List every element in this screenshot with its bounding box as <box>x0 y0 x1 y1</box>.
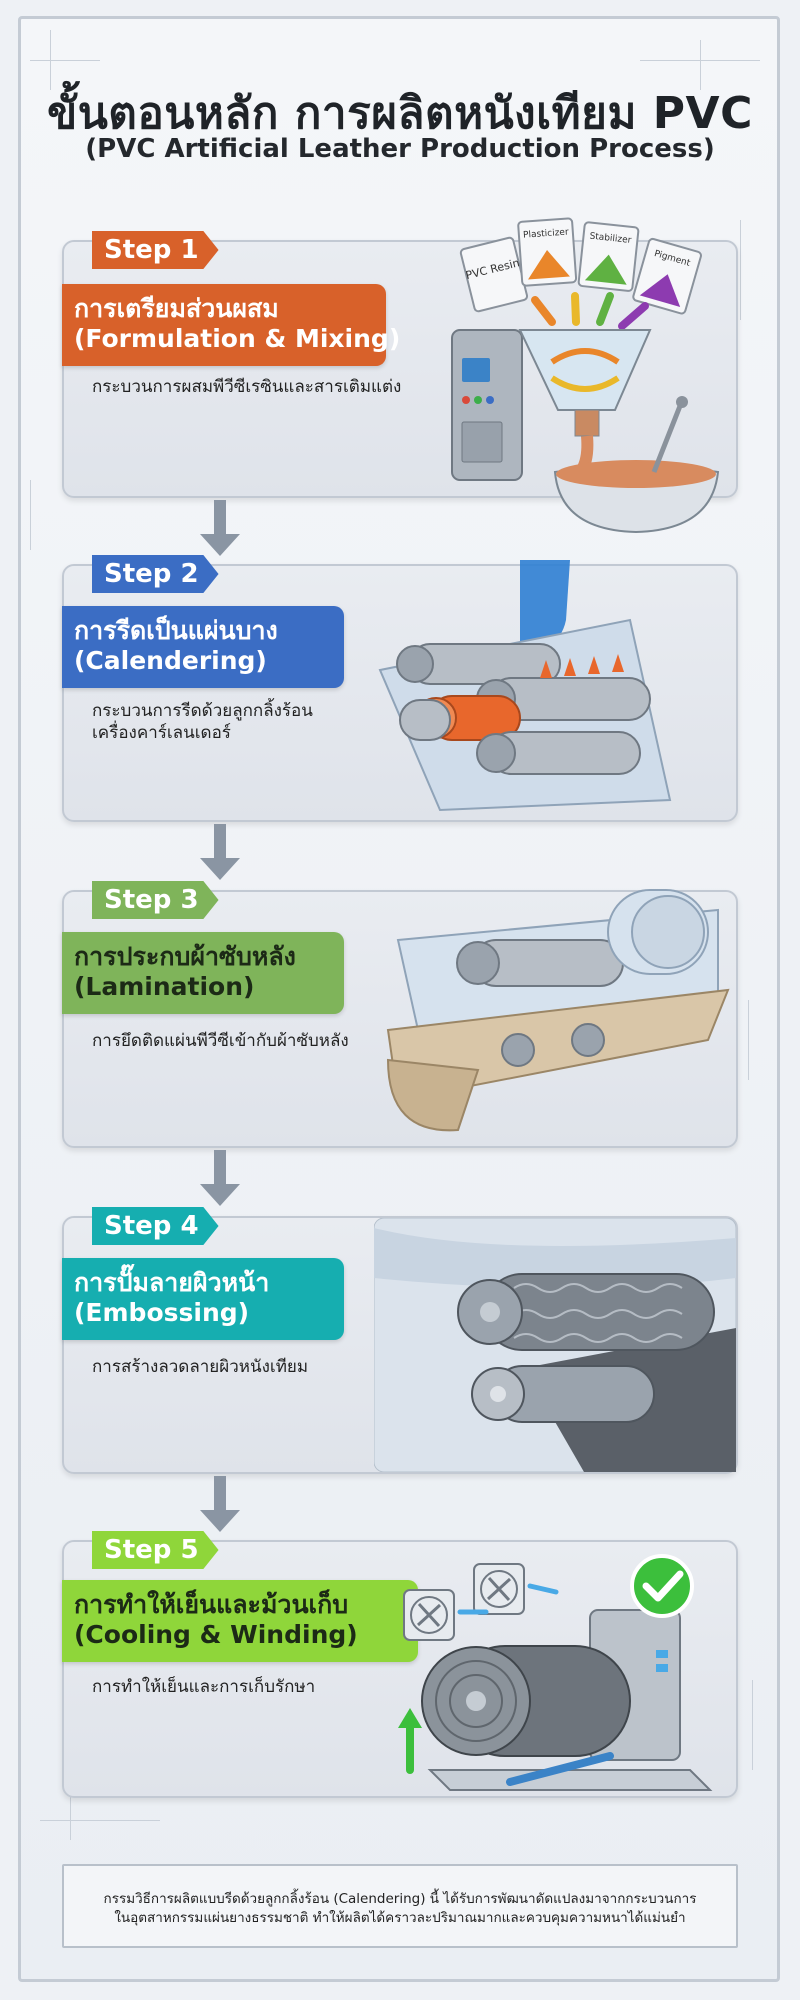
flow-arrow-4 <box>200 1476 240 1534</box>
heat-arrows <box>540 654 624 678</box>
deco-line <box>700 40 701 90</box>
flow-arrow-2 <box>200 824 240 882</box>
bag-label-plasticizer: Plasticizer <box>523 227 569 240</box>
step-4-tab: Step 4 <box>92 1207 219 1245</box>
deco-line <box>40 1820 160 1821</box>
footer-note-line: ในอุตสาหกรรมแผ่นยางธรรมชาติ ทำให้ผลิตได้… <box>114 1910 686 1926</box>
step-2-desc: กระบวนการรีดด้วยลูกกลิ้งร้อน เครื่องคาร์… <box>92 700 313 744</box>
roller <box>396 643 561 685</box>
step-2-desc-line: เครื่องคาร์เลนเดอร์ <box>92 723 231 743</box>
footer-note: กรรมวิธีการผลิตแบบรีดด้วยลูกกลิ้งร้อน (C… <box>62 1890 738 1928</box>
cooling-fan-icon <box>403 1589 455 1641</box>
embossing-illustration <box>374 1218 736 1472</box>
step-3-label: การประกบผ้าซับหลัง (Lamination) <box>62 932 344 1014</box>
step-3-desc-line: การยึดติดแผ่นพีวีซีเข้ากับผ้าซับหลัง <box>92 1031 349 1051</box>
step-4-label: การปั๊มลายผิวหน้า (Embossing) <box>62 1258 344 1340</box>
roller <box>471 1365 655 1423</box>
winding-roll <box>421 1645 631 1757</box>
step-3-tab: Step 3 <box>92 881 219 919</box>
deco-line <box>748 1000 749 1080</box>
ingredient-bags: PVC Resin Plasticizer Stabilizer Pigment <box>459 217 702 315</box>
step-2-label-en: (Calendering) <box>74 646 267 675</box>
deco-line <box>740 220 741 320</box>
step-5-label: การทำให้เย็นและม้วนเก็บ (Cooling & Windi… <box>62 1580 418 1662</box>
step-3-label-th: การประกบผ้าซับหลัง <box>74 942 296 971</box>
step-4-label-th: การปั๊มลายผิวหน้า <box>74 1268 270 1297</box>
lamination-illustration <box>386 889 730 1132</box>
step-4-label-en: (Embossing) <box>74 1298 250 1327</box>
roller <box>399 699 451 741</box>
step-4-desc-line: การสร้างลวดลายผิวหนังเทียม <box>92 1357 309 1377</box>
step-5-desc: การทำให้เย็นและการเก็บรักษา <box>92 1676 315 1698</box>
bag-label-stabilizer: Stabilizer <box>589 232 632 246</box>
step-3-desc: การยึดติดแผ่นพีวีซีเข้ากับผ้าซับหลัง <box>92 1030 349 1052</box>
step-1-label-en: (Formulation & Mixing) <box>74 324 401 353</box>
step-3-label-en: (Lamination) <box>74 972 255 1001</box>
deco-line <box>640 60 760 61</box>
step-1-label-th: การเตรียมส่วนผสม <box>74 294 279 323</box>
step-2-tab: Step 2 <box>92 555 219 593</box>
mixing-machine-illustration: PVC Resin Plasticizer Stabilizer Pigment <box>451 217 720 534</box>
roller <box>456 939 624 987</box>
step-2-desc-line: กระบวนการรีดด้วยลูกกลิ้งร้อน <box>92 701 313 721</box>
roller <box>476 731 641 775</box>
deco-line <box>30 480 31 550</box>
step-5-tab: Step 5 <box>92 1531 219 1569</box>
step-4-desc: การสร้างลวดลายผิวหนังเทียม <box>92 1356 308 1378</box>
step-1-label: การเตรียมส่วนผสม (Formulation & Mixing) <box>62 284 401 366</box>
step-2-label-th: การรีดเป็นแผ่นบาง <box>74 616 278 645</box>
step-5-label-th: การทำให้เย็นและม้วนเก็บ <box>74 1590 349 1619</box>
step-2-label: การรีดเป็นแผ่นบาง (Calendering) <box>62 606 344 688</box>
cooling-fan-icon <box>473 1563 525 1615</box>
step-1-desc-line: กระบวนการผสมพีวีซีเรซินและสารเติมแต่ง <box>92 377 402 397</box>
step-1-desc: กระบวนการผสมพีวีซีเรซินและสารเติมแต่ง <box>92 376 401 398</box>
deco-line <box>30 60 100 61</box>
page-title: ขั้นตอนหลัก การผลิตหนังเทียม PVC <box>47 88 753 139</box>
roller <box>607 889 709 975</box>
deco-line <box>50 30 51 90</box>
step-5-label-en: (Cooling & Winding) <box>74 1620 358 1649</box>
hopper <box>518 329 652 411</box>
step-5-desc-line: การทำให้เย็นและการเก็บรักษา <box>92 1677 316 1697</box>
footer-note-line: กรรมวิธีการผลิตแบบรีดด้วยลูกกลิ้งร้อน (C… <box>103 1891 697 1907</box>
flow-arrow-3 <box>200 1150 240 1208</box>
footer-note-box <box>62 1864 738 1948</box>
deco-line <box>752 1680 753 1770</box>
check-icon <box>630 1554 694 1618</box>
cooling-winding-illustration <box>398 1554 713 1791</box>
embossing-roller <box>457 1273 715 1351</box>
deco-line <box>70 1780 71 1840</box>
flow-arrow-1 <box>200 500 240 558</box>
calender-rollers-illustration <box>378 560 672 812</box>
step-1-tab: Step 1 <box>92 231 219 269</box>
page-subtitle: (PVC Artificial Leather Production Proce… <box>85 134 715 164</box>
